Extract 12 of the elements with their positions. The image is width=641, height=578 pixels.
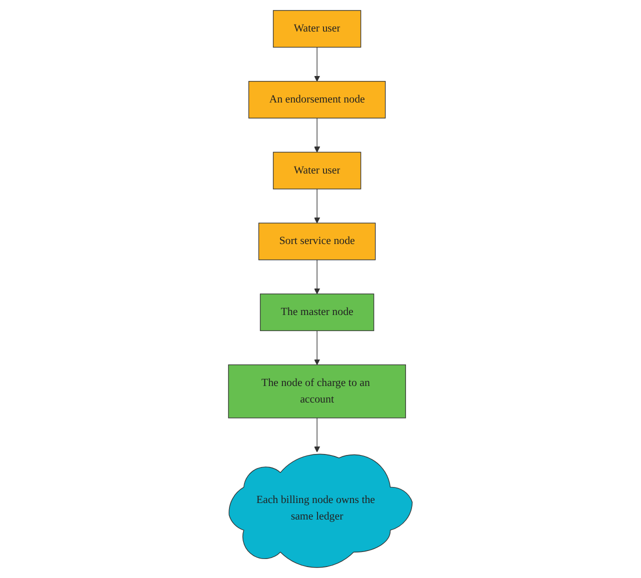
arrow bbox=[314, 418, 320, 452]
arrow bbox=[314, 330, 320, 366]
node-box: An endorsement node bbox=[248, 81, 386, 118]
arrow bbox=[314, 46, 320, 82]
node-box: Water user bbox=[273, 152, 362, 190]
node-box: Sort service node bbox=[258, 222, 376, 260]
node-box: The node of charge to an account bbox=[228, 364, 406, 418]
node-box: Water user bbox=[273, 10, 362, 48]
node-box: The master node bbox=[260, 294, 374, 332]
arrow bbox=[314, 118, 320, 152]
arrow bbox=[314, 260, 320, 294]
arrow bbox=[314, 188, 320, 224]
